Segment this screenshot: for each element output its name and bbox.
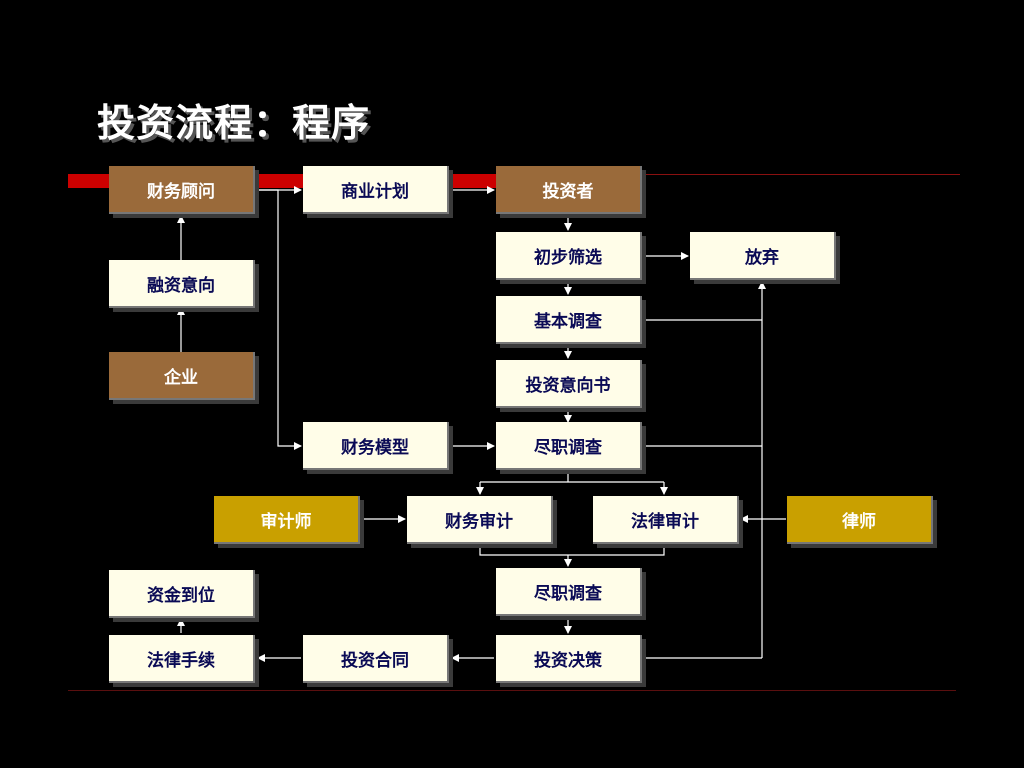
title-accent-line <box>514 174 960 175</box>
node-funds-in-place: 资金到位 <box>109 570 255 618</box>
connector-advisor-model <box>256 189 302 450</box>
node-due-diligence-1: 尽职调查 <box>496 422 642 470</box>
node-legal-audit: 法律审计 <box>593 496 739 544</box>
node-enterprise: 企业 <box>109 352 255 400</box>
node-auditor: 审计师 <box>214 496 360 544</box>
node-letter-of-intent: 投资意向书 <box>496 360 642 408</box>
node-lawyer: 律师 <box>787 496 933 544</box>
node-legal-procedures: 法律手续 <box>109 635 255 683</box>
connector-dd-split <box>480 470 664 483</box>
node-financial-advisor: 财务顾问 <box>109 166 255 214</box>
node-financial-model: 财务模型 <box>303 422 449 470</box>
node-basic-investigation: 基本调查 <box>496 296 642 344</box>
node-investment-decision: 投资决策 <box>496 635 642 683</box>
node-investment-contract: 投资合同 <box>303 635 449 683</box>
node-financing-intent: 融资意向 <box>109 260 255 308</box>
connector-audits-merge <box>479 545 665 566</box>
node-abandon: 放弃 <box>690 232 836 280</box>
node-investor: 投资者 <box>496 166 642 214</box>
node-initial-screening: 初步筛选 <box>496 232 642 280</box>
page-title: 投资流程：程序 <box>97 100 371 145</box>
node-due-diligence-2: 尽职调查 <box>496 568 642 616</box>
node-financial-audit: 财务审计 <box>407 496 553 544</box>
node-business-plan: 商业计划 <box>303 166 449 214</box>
footer-accent-line <box>68 690 956 691</box>
